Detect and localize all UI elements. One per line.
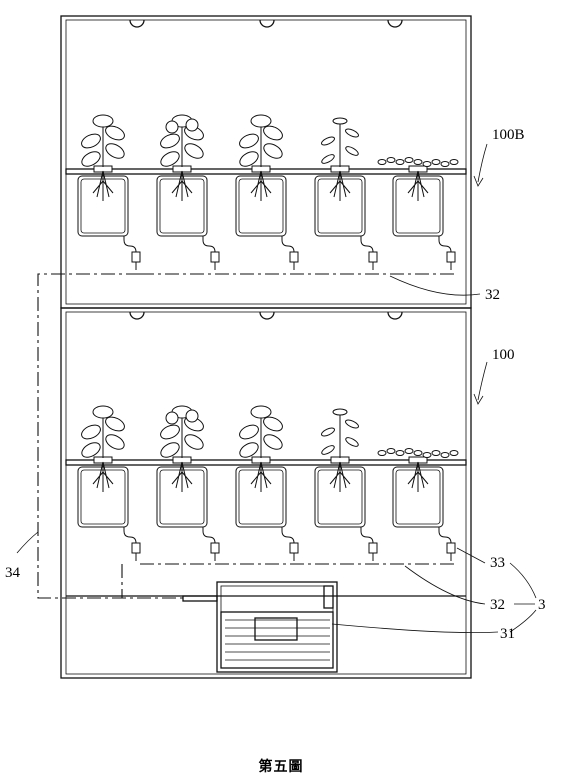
label-tank: 31 bbox=[500, 626, 515, 642]
leader-lines bbox=[16, 143, 537, 634]
outlet-valve bbox=[368, 542, 378, 554]
roots bbox=[407, 461, 429, 492]
plant-pot bbox=[156, 114, 220, 270]
plant bbox=[239, 405, 283, 458]
roots bbox=[329, 170, 351, 201]
plant bbox=[239, 114, 283, 167]
label-system: 3 bbox=[538, 597, 546, 613]
roots bbox=[92, 170, 114, 201]
figure-caption: 第五圖 bbox=[258, 759, 304, 775]
plant-pot bbox=[156, 405, 220, 561]
outlet-valve bbox=[210, 251, 220, 263]
ceiling-light bbox=[259, 19, 275, 28]
ceiling-light bbox=[259, 311, 275, 320]
plant bbox=[377, 448, 459, 458]
outlet-valve bbox=[289, 542, 299, 554]
roots bbox=[407, 170, 429, 201]
outlet-valve bbox=[446, 542, 456, 554]
ceiling-light bbox=[387, 311, 403, 320]
water-tank bbox=[182, 581, 338, 673]
plant bbox=[321, 408, 359, 458]
label-return-line: 34 bbox=[5, 565, 20, 581]
plant bbox=[81, 114, 125, 167]
roots bbox=[92, 461, 114, 492]
plant-pot bbox=[377, 448, 459, 561]
piping bbox=[37, 273, 455, 599]
ceiling-light bbox=[129, 311, 145, 320]
pot-row-lower bbox=[77, 405, 459, 561]
pump bbox=[254, 617, 298, 641]
ceiling-light bbox=[129, 19, 145, 28]
label-upper-unit: 100B bbox=[492, 127, 525, 143]
plant-pot bbox=[235, 114, 299, 270]
outlet-valve bbox=[289, 251, 299, 263]
roots bbox=[250, 170, 272, 201]
plant-pot bbox=[77, 114, 141, 270]
roots bbox=[171, 170, 193, 201]
roots bbox=[171, 461, 193, 492]
outlet-valve bbox=[131, 542, 141, 554]
plant-pot bbox=[235, 405, 299, 561]
ceiling-light bbox=[387, 19, 403, 28]
roots bbox=[250, 461, 272, 492]
plant bbox=[377, 157, 459, 167]
plant-pot bbox=[314, 408, 378, 561]
roots bbox=[329, 461, 351, 492]
plant bbox=[81, 405, 125, 458]
lower-cabinet bbox=[60, 307, 472, 679]
return-line bbox=[37, 273, 183, 599]
plant-pot bbox=[377, 157, 459, 270]
plant-pot bbox=[77, 405, 141, 561]
label-outlet: 33 bbox=[490, 555, 505, 571]
label-pipe-lower: 32 bbox=[490, 597, 505, 613]
outlet-valve bbox=[446, 251, 456, 263]
outlet-valve bbox=[210, 542, 220, 554]
plant bbox=[160, 114, 204, 167]
pot-row-upper bbox=[77, 114, 459, 270]
outlet-valve bbox=[131, 251, 141, 263]
label-lower-unit: 100 bbox=[492, 347, 515, 363]
plant bbox=[160, 405, 204, 458]
inlet-pipe bbox=[182, 595, 218, 602]
plant bbox=[321, 117, 359, 167]
label-pipe-upper: 32 bbox=[485, 287, 500, 303]
outlet-valve bbox=[368, 251, 378, 263]
plant-pot bbox=[314, 117, 378, 270]
